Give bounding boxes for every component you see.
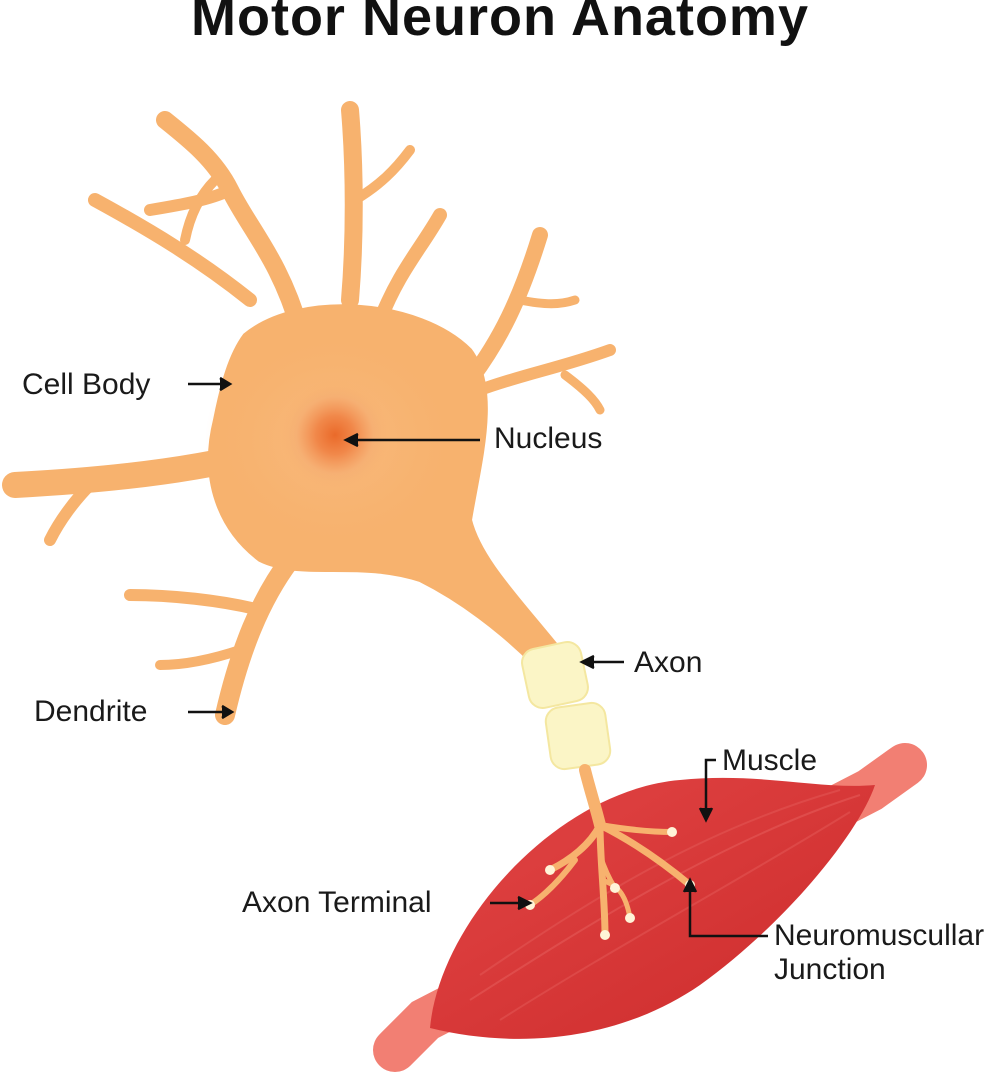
label-junction-line2: Junction [774, 953, 886, 986]
muscle-fiber [373, 743, 927, 1072]
label-dendrite: Dendrite [34, 695, 148, 728]
label-muscle: Muscle [722, 744, 818, 777]
label-cell-body: Cell Body [22, 368, 151, 401]
axon-terminal-branches [527, 764, 694, 939]
label-axon-terminal: Axon Terminal [242, 886, 432, 919]
diagram-title: Motor Neuron Anatomy [191, 0, 809, 47]
label-junction-line1: Neuromuscullar [774, 919, 985, 952]
label-axon: Axon [634, 646, 703, 679]
nucleus [280, 380, 390, 490]
label-nucleus: Nucleus [494, 422, 603, 455]
myelin-sheath [521, 641, 612, 771]
label-arrows [188, 376, 768, 938]
